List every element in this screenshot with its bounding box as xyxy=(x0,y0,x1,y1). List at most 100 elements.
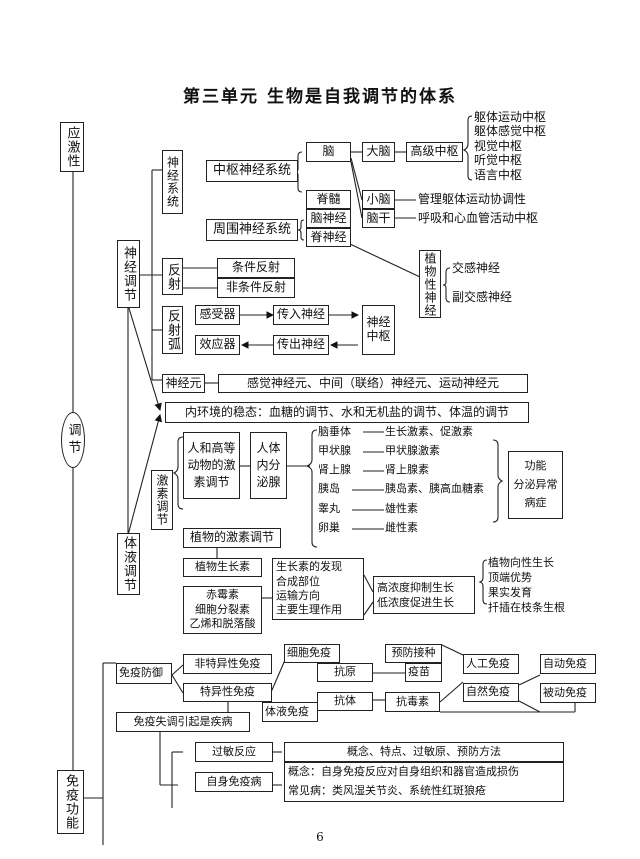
brainstem-box: 脑干 xyxy=(362,209,395,228)
applications-list: 植物向性生长 顶端优势 果实发育 扦插在枝条生根 xyxy=(488,556,565,615)
page-title: 第三单元 生物是自我调节的体系 xyxy=(183,87,457,107)
disorder-box: 功能 分泌异常 病症 xyxy=(508,451,563,519)
center-item: 视觉中枢 xyxy=(474,138,523,153)
cerebellum-box: 小脑 xyxy=(362,190,395,209)
passive-immunity-box: 被动免疫 xyxy=(540,683,596,703)
center-item: 躯体感觉中枢 xyxy=(474,124,547,139)
autoimmune-detail-box: 概念：自身免疫反应对自身组织和器官造成损伤 常见病：类风湿关节炎、系统性红斑狼疮 xyxy=(284,762,564,802)
higher-center-box: 高级中枢 xyxy=(406,142,463,162)
centers-list: 躯体运动中枢 躯体感觉中枢 视觉中枢 听觉中枢 语言中枢 xyxy=(474,110,546,182)
antigen-box: 抗原 xyxy=(317,663,373,682)
concentration-box: 高浓度抑制生长 低浓度促进生长 xyxy=(373,576,475,614)
spinal-nerve-box: 脊神经 xyxy=(306,228,351,247)
gland-name: 肾上腺 xyxy=(318,463,351,476)
unconditioned-reflex-box: 非条件反射 xyxy=(217,278,295,298)
endocrine-gland-box: 人体内分泌腺 xyxy=(250,432,287,499)
specific-immunity-box: 特异性免疫 xyxy=(183,683,272,702)
neuron-types-box: 感觉神经元、中间（联络）神经元、运动神经元 xyxy=(218,374,528,393)
other-hormone: 细胞分裂素 xyxy=(195,602,250,616)
gland-hormone: 雌性素 xyxy=(385,521,418,534)
center-item: 语言中枢 xyxy=(474,167,523,182)
natural-immunity-box: 自然免疫 xyxy=(463,683,519,702)
antibody-box: 抗体 xyxy=(317,692,373,711)
neuron-box: 神经元 xyxy=(162,374,205,393)
gland-hormone: 胰岛素、胰高血糖素 xyxy=(385,482,484,495)
gland-name: 脑垂体 xyxy=(318,425,351,438)
central-nervous-box: 中枢神经系统 xyxy=(206,160,298,182)
nervous-regulation-box: 神经调节 xyxy=(117,240,140,308)
auxin-topic: 主要生理作用 xyxy=(276,603,342,617)
stress-box: 应激性 xyxy=(60,122,84,172)
page-number: 6 xyxy=(316,830,324,844)
allergy-box: 过敏反应 xyxy=(195,742,273,762)
brainstem-function: 呼吸和心血管活动中枢 xyxy=(418,211,539,225)
application-item: 植物向性生长 xyxy=(488,556,554,569)
efferent-nerve-box: 传出神经 xyxy=(273,335,329,355)
vaccine-box: 疫苗 xyxy=(405,663,442,682)
cellular-immunity-box: 细胞免疫 xyxy=(284,644,340,663)
disorder-line: 功能 xyxy=(524,458,547,472)
parasympathetic-label: 副交感神经 xyxy=(452,290,513,304)
reflex-arc-box: 反射弧 xyxy=(162,306,183,354)
other-hormone: 乙烯和脱落酸 xyxy=(189,617,256,631)
gland-name: 卵巢 xyxy=(318,521,340,534)
humoral-regulation-box: 体液调节 xyxy=(117,533,140,595)
other-hormone: 赤霉素 xyxy=(206,587,239,601)
concentration-effect: 高浓度抑制生长 xyxy=(377,580,454,594)
gland-hormone: 雄性素 xyxy=(385,502,418,515)
gland-hormone: 肾上腺素 xyxy=(385,463,429,476)
peripheral-nervous-box: 周围神经系统 xyxy=(206,219,298,241)
sympathetic-label: 交感神经 xyxy=(452,261,501,275)
afferent-nerve-box: 传入神经 xyxy=(273,305,329,325)
auxin-topics-box: 生长素的发现 合成部位 运输方向 主要生理作用 xyxy=(272,558,364,620)
allergy-topics-box: 概念、特点、过敏原、预防方法 xyxy=(284,742,564,762)
receptor-box: 感受器 xyxy=(195,305,240,325)
gland-name: 睾丸 xyxy=(318,502,340,515)
regulation-oval: 调节 xyxy=(61,412,85,468)
nonspecific-immunity-box: 非特异性免疫 xyxy=(183,654,272,674)
other-hormones-box: 赤霉素 细胞分裂素 乙烯和脱落酸 xyxy=(183,586,262,634)
animal-hormone-box: 人和高等动物的激素调节 xyxy=(183,432,240,499)
artificial-immunity-box: 人工免疫 xyxy=(463,654,519,674)
gland-hormone: 生长激素、促激素 xyxy=(385,425,473,438)
nervous-system-box: 神经系统 xyxy=(162,150,183,214)
application-item: 顶端优势 xyxy=(488,570,532,584)
auxin-topic: 运输方向 xyxy=(276,589,320,602)
active-immunity-box: 自动免疫 xyxy=(540,654,596,674)
autonomic-nerve-box: 植物性神经 xyxy=(419,250,441,318)
disorder-line: 病症 xyxy=(524,496,547,510)
center-item: 听觉中枢 xyxy=(474,153,523,168)
nerve-center-box: 神经中枢 xyxy=(362,305,395,355)
gland-hormone: 甲状腺激素 xyxy=(385,444,440,457)
concentration-effect: 低浓度促进生长 xyxy=(377,596,454,609)
antitoxin-box: 抗毒素 xyxy=(385,692,440,712)
application-item: 扦插在枝条生根 xyxy=(488,600,565,614)
autoimmune-box: 自身免疫病 xyxy=(195,772,273,792)
cerebrum-box: 大脑 xyxy=(362,142,395,162)
auxin-box: 植物生长素 xyxy=(183,558,262,577)
autoimmune-concept: 概念：自身免疫反应对自身组织和器官造成损伤 xyxy=(288,765,519,779)
homeostasis-box: 内环境的稳态：血糖的调节、水和无机盐的调节、体温的调节 xyxy=(165,402,529,423)
application-item: 果实发育 xyxy=(488,585,532,599)
conditioned-reflex-box: 条件反射 xyxy=(217,258,295,278)
autoimmune-examples: 常见病：类风湿关节炎、系统性红斑狼疮 xyxy=(288,784,486,798)
gland-name: 胰岛 xyxy=(318,482,340,495)
immune-function-box: 免疫功能 xyxy=(57,770,84,834)
disorder-line: 分泌异常 xyxy=(513,477,558,491)
auxin-topic: 合成部位 xyxy=(276,574,320,588)
effector-box: 效应器 xyxy=(195,335,240,355)
cerebellum-function: 管理躯体运动协调性 xyxy=(418,192,527,206)
gland-name: 甲状腺 xyxy=(318,444,351,457)
immune-defense-box: 免疫防御 xyxy=(116,663,172,684)
center-item: 躯体运动中枢 xyxy=(474,110,547,124)
brain-box: 脑 xyxy=(306,142,351,162)
vaccination-box: 预防接种 xyxy=(385,644,442,663)
spinal-cord-box: 脊髓 xyxy=(306,190,351,209)
humoral-immunity-box: 体液免疫 xyxy=(262,702,318,722)
auxin-topic: 生长素的发现 xyxy=(276,560,342,574)
hormone-regulation-box: 激素调节 xyxy=(151,470,173,530)
cranial-nerve-box: 脑神经 xyxy=(306,209,351,228)
plant-hormone-box: 植物的激素调节 xyxy=(183,528,281,548)
immune-dysregulation-box: 免疫失调引起是疾病 xyxy=(116,712,250,732)
